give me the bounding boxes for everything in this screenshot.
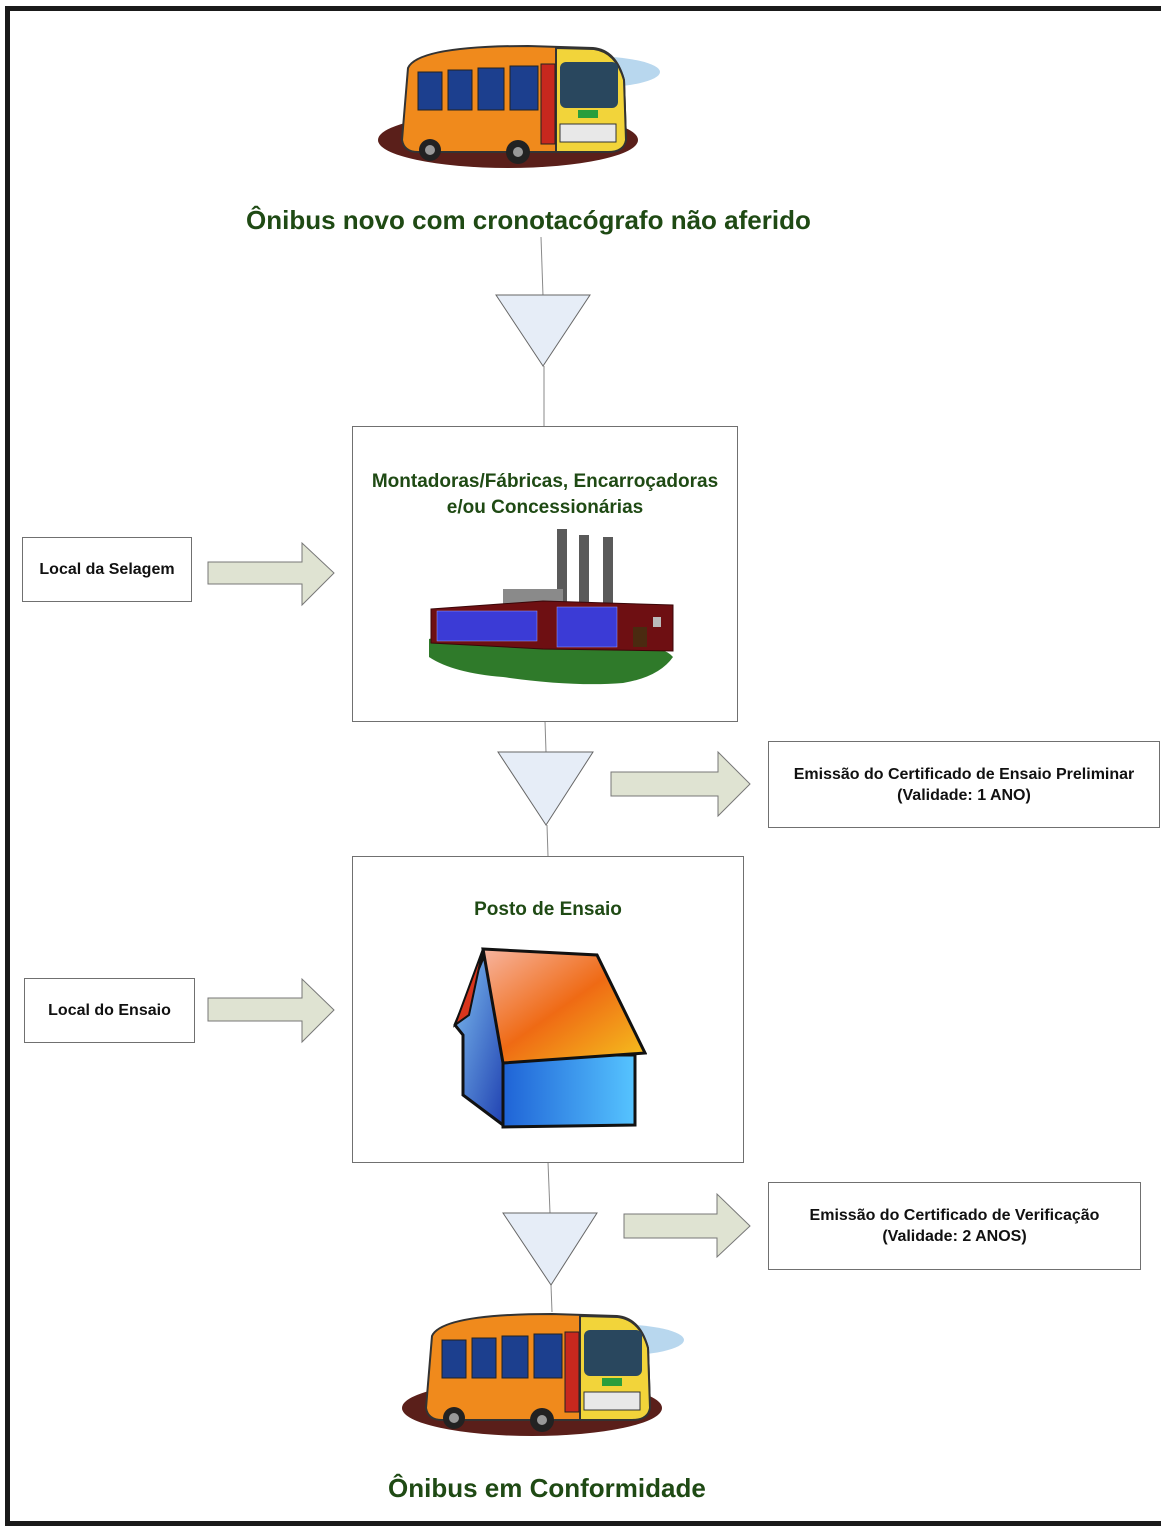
preliminary-certificate-box: Emissão do Certificado de Ensaio Prelimi… <box>768 741 1160 828</box>
connector-line <box>544 720 547 753</box>
flow-triangle-3 <box>502 1212 598 1286</box>
bus-icon <box>378 44 660 168</box>
flow-triangle-2 <box>497 751 594 826</box>
connector-line <box>546 824 549 857</box>
bus-icon <box>402 1312 684 1436</box>
connector-line <box>550 1284 553 1313</box>
test-location-label: Local do Ensaio <box>24 978 195 1043</box>
verification-certificate-box: Emissão do Certificado de Verificação (V… <box>768 1182 1141 1270</box>
arrow-to-verification-certificate <box>623 1192 751 1259</box>
bottom-title: Ônibus em Conformidade <box>388 1473 706 1503</box>
test-station-box: Posto de Ensaio <box>352 856 744 1163</box>
flow-triangle-1 <box>495 294 591 367</box>
sealing-location-label: Local da Selagem <box>22 537 192 602</box>
house-icon <box>452 947 647 1129</box>
factory-box-title-line2: e/ou Concessionárias <box>446 497 644 518</box>
top-title: Ônibus novo com cronotacógrafo não aferi… <box>246 205 811 235</box>
factory-icon <box>429 529 674 685</box>
preliminary-certificate-line2: (Validade: 1 ANO) <box>897 786 1031 804</box>
arrow-to-factory <box>207 541 335 607</box>
arrow-to-preliminary-certificate <box>610 750 751 818</box>
arrow-to-test-station <box>207 977 335 1044</box>
verification-certificate-line1: Emissão do Certificado de Verificação <box>809 1207 1100 1224</box>
verification-certificate-line2: (Validade: 2 ANOS) <box>882 1228 1027 1245</box>
factory-box-title-line1: Montadoras/Fábricas, Encarroçadoras <box>371 471 719 492</box>
connector-line <box>547 1161 551 1214</box>
test-station-title: Posto de Ensaio <box>474 899 622 920</box>
preliminary-certificate-line1: Emissão do Certificado de Ensaio Prelimi… <box>793 765 1135 783</box>
connector-line <box>540 236 544 297</box>
factory-box: Montadoras/Fábricas, Encarroçadoras e/ou… <box>352 426 738 722</box>
